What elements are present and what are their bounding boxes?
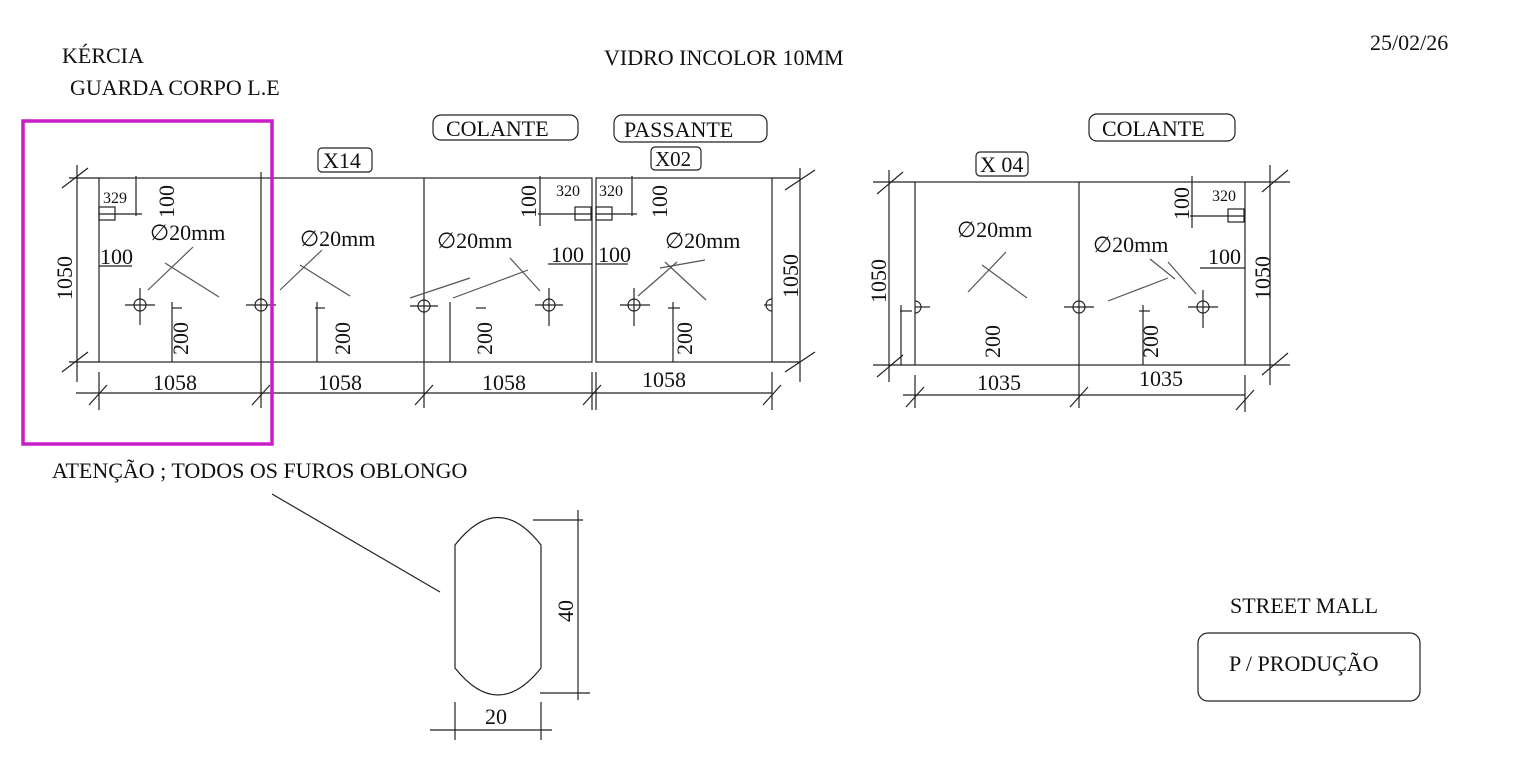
tag-passante: PASSANTE xyxy=(613,114,768,143)
dim-offset: 200 xyxy=(1138,325,1163,358)
tag-label: COLANTE xyxy=(1102,116,1205,141)
date: 25/02/26 xyxy=(1370,30,1448,55)
dim-width-2: 1035 xyxy=(1139,366,1183,391)
qty-x02: X02 xyxy=(650,146,702,171)
material-title: VIDRO INCOLOR 10MM xyxy=(604,45,844,70)
dim-offset: 100 xyxy=(1208,244,1241,269)
hole-marker xyxy=(535,288,563,326)
highlight-selection-box[interactable] xyxy=(21,119,274,446)
dim-width-1: 1058 xyxy=(153,370,197,395)
dim-width-1: 1035 xyxy=(977,370,1021,395)
tag-colante-2: COLANTE xyxy=(1088,113,1236,142)
tag-colante-1: COLANTE xyxy=(432,114,579,141)
panel-group-colante-2: 1050 1050 1035 1035 ∅20mm 200 100 320 ∅2… xyxy=(866,165,1290,412)
dim-height: 1050 xyxy=(778,254,803,298)
dim-offset: 200 xyxy=(472,322,497,355)
client-name: KÉRCIA xyxy=(62,43,144,68)
hole-diameter: ∅20mm xyxy=(957,217,1032,242)
dim-offset: 320 xyxy=(556,183,580,200)
dim-height: 1050 xyxy=(52,256,77,300)
hole-half-marker xyxy=(764,298,773,312)
dim-offset: 100 xyxy=(551,242,584,267)
dim-height: 1050 xyxy=(866,259,891,303)
hole-diameter: ∅20mm xyxy=(300,226,375,251)
hole-half-marker xyxy=(914,300,930,314)
project-name: GUARDA CORPO L.E xyxy=(70,75,280,100)
dim-offset: 100 xyxy=(598,242,631,267)
hole-marker xyxy=(620,288,650,326)
stamp-label: P / PRODUÇÃO xyxy=(1229,651,1379,676)
hole-diameter: ∅20mm xyxy=(1093,232,1168,257)
hole-marker xyxy=(125,288,155,325)
dim-width: 1058 xyxy=(642,367,686,392)
dim-offset: 100 xyxy=(516,185,541,218)
oblong-hole-shape xyxy=(454,516,542,696)
dim-offset: 200 xyxy=(980,325,1005,358)
qty-label: X 04 xyxy=(980,152,1023,177)
dim-width-3: 1058 xyxy=(482,370,526,395)
hole-marker xyxy=(1064,300,1094,314)
hole-diameter: ∅20mm xyxy=(437,228,512,253)
hole-marker xyxy=(1188,290,1218,328)
dim-offset: 100 xyxy=(100,244,133,269)
note-leader-line xyxy=(271,493,441,593)
hole-marker xyxy=(410,299,438,313)
oblong-width: 20 xyxy=(485,704,507,729)
dim-offset: 100 xyxy=(1169,187,1194,220)
hole-diameter: ∅20mm xyxy=(150,220,225,245)
tag-label: COLANTE xyxy=(446,116,549,141)
panel-passante: 1050 1058 320 100 ∅20mm 100 200 xyxy=(592,168,816,410)
dim-offset: 100 xyxy=(154,185,179,218)
dim-offset: 320 xyxy=(1212,188,1236,205)
dim-offset: 320 xyxy=(599,183,623,200)
panel-group-colante: 1050 1058 1058 1058 329 100 ∅20mm 100 20… xyxy=(52,165,602,410)
tag-label: PASSANTE xyxy=(624,117,733,142)
dim-offset: 100 xyxy=(647,185,672,218)
qty-label: X14 xyxy=(323,148,361,173)
hole-diameter: ∅20mm xyxy=(665,228,740,253)
site-name: STREET MALL xyxy=(1230,593,1378,618)
dim-offset: 200 xyxy=(672,322,697,355)
oblong-note: ATENÇÃO ; TODOS OS FUROS OBLONGO xyxy=(52,458,467,483)
dim-height: 1050 xyxy=(1250,256,1275,300)
dim-offset: 329 xyxy=(103,190,127,207)
qty-x04: X 04 xyxy=(975,151,1029,177)
dim-offset: 200 xyxy=(330,322,355,355)
qty-x14: X14 xyxy=(317,147,373,173)
production-stamp: P / PRODUÇÃO xyxy=(1197,632,1421,702)
oblong-height: 40 xyxy=(553,600,578,622)
dim-offset: 200 xyxy=(168,322,193,355)
dim-width-2: 1058 xyxy=(318,370,362,395)
qty-label: X02 xyxy=(655,147,691,171)
